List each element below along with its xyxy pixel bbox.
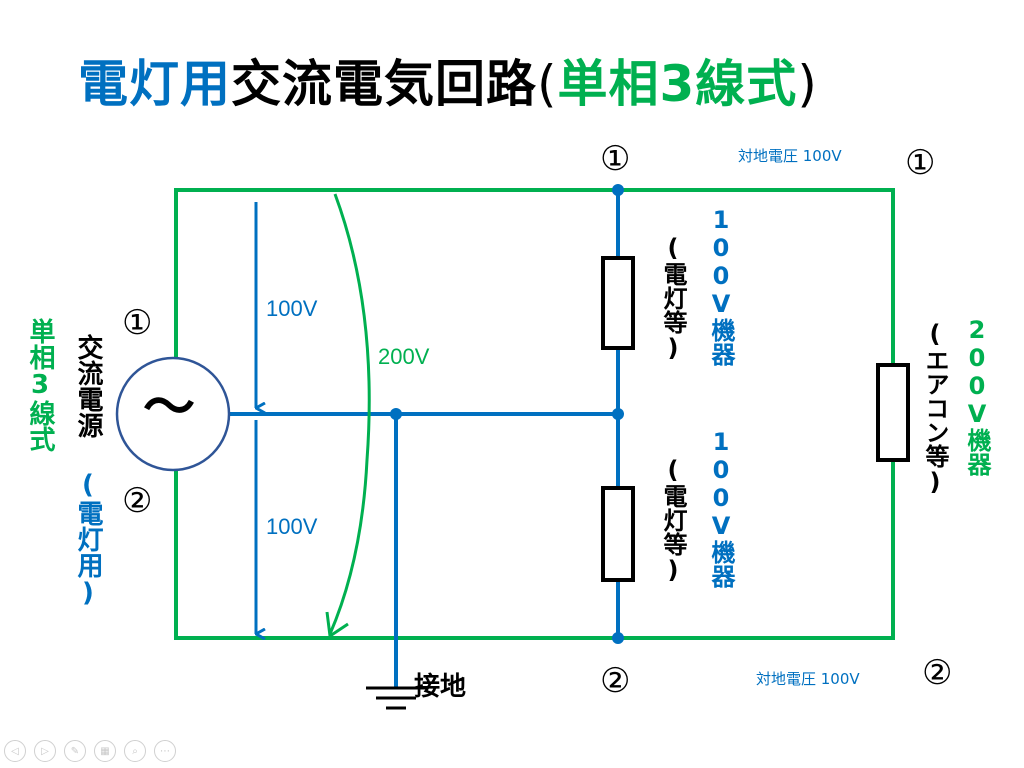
node-bottom-label: ②	[600, 661, 631, 701]
more-icon: ⋯	[160, 745, 170, 757]
next-icon: ▷	[41, 745, 49, 757]
ground-label: 接地	[414, 672, 467, 702]
slides-icon: ▦	[100, 745, 110, 757]
title-part-system: 単相3線式	[557, 55, 798, 113]
ac-wave-icon: 〜	[143, 378, 196, 438]
pen-button[interactable]: ✎	[64, 740, 86, 762]
system-type-label: 単相3線式	[25, 318, 55, 452]
presentation-toolbar: ◁ ▷ ✎ ▦ ⌕ ⋯	[4, 740, 176, 762]
zoom-icon: ⌕	[132, 745, 138, 757]
slides-button[interactable]: ▦	[94, 740, 116, 762]
node-top	[612, 184, 624, 196]
device-upper-note: (電灯等)	[659, 234, 687, 362]
load-100v-lower	[601, 486, 635, 582]
voltage-upper-label: 100V	[266, 296, 318, 321]
source-main-label: 交流電源	[73, 334, 103, 438]
arrow-200v-head	[325, 611, 349, 639]
terminal-2-label: ②	[122, 481, 153, 521]
device-lower-type: 100V機器	[707, 428, 735, 588]
device-200v-type: 200V機器	[963, 316, 991, 476]
device-lower-note: (電灯等)	[659, 456, 687, 584]
device-upper-type: 100V機器	[707, 206, 735, 366]
node-mid	[612, 408, 624, 420]
prev-slide-button[interactable]: ◁	[4, 740, 26, 762]
more-button[interactable]: ⋯	[154, 740, 176, 762]
node-top-label: ①	[600, 139, 631, 179]
right-bottom-label: ②	[922, 653, 953, 693]
title-part-ac-circuit: 交流電気回路	[231, 55, 537, 113]
ground-voltage-bottom: 対地電圧 100V	[756, 670, 860, 688]
node-bottom	[612, 632, 624, 644]
load-200v	[876, 363, 910, 462]
ac-source	[115, 356, 231, 472]
title-paren-close: )	[797, 55, 818, 113]
page-title: 電灯用交流電気回路(単相3線式)	[78, 44, 818, 116]
right-top-label: ①	[905, 143, 936, 183]
wire-line-2	[174, 460, 895, 640]
voltage-lower-label: 100V	[266, 514, 318, 539]
ground-voltage-top: 対地電圧 100V	[738, 147, 842, 165]
device-200v-note: (エアコン等)	[921, 320, 949, 496]
node-ground	[390, 408, 402, 420]
next-slide-button[interactable]: ▷	[34, 740, 56, 762]
title-part-lighting: 電灯用	[78, 55, 231, 113]
load-100v-upper	[601, 256, 635, 350]
source-sub-label: (電灯用)	[73, 470, 103, 608]
prev-icon: ◁	[11, 745, 19, 757]
arrow-200v	[328, 193, 371, 635]
terminal-1-label: ①	[122, 303, 153, 343]
title-paren-open: (	[537, 55, 558, 113]
voltage-total-label: 200V	[378, 344, 430, 369]
zoom-button[interactable]: ⌕	[124, 740, 146, 762]
pen-icon: ✎	[70, 745, 80, 757]
wire-line-1	[174, 188, 895, 370]
